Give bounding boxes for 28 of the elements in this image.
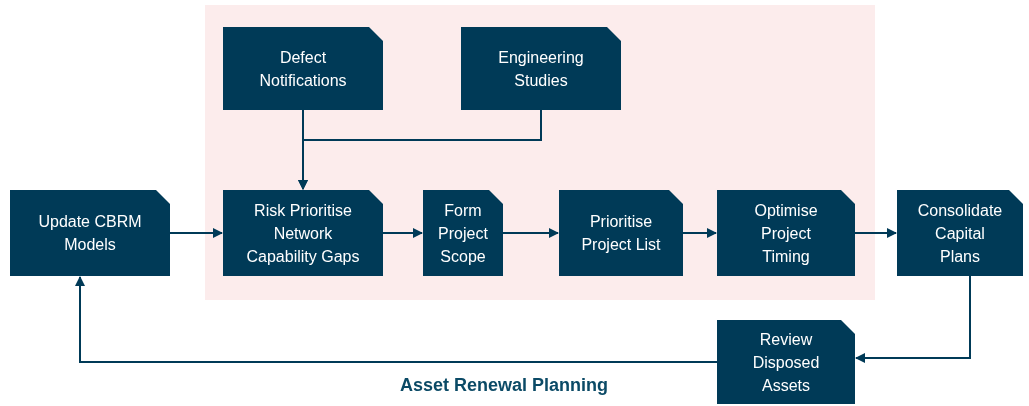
arrow (382, 228, 423, 238)
process-box (897, 190, 1023, 276)
arrow (502, 228, 559, 238)
arrow (169, 228, 223, 238)
process-box (423, 190, 503, 276)
box-label: Update CBRM Models (37, 212, 143, 255)
box-label: Form Project Scope (438, 200, 488, 267)
arrow (298, 109, 542, 190)
group-band (205, 5, 875, 300)
box-label: Engineering Studies (497, 47, 585, 91)
arrow (682, 228, 717, 238)
box-label: Prioritise Project List (580, 212, 662, 255)
box-label: Review Disposed Assets (751, 329, 821, 396)
box-label: Defect Notifications (258, 47, 348, 91)
box-label: Optimise Project Timing (753, 200, 819, 267)
diagram-title: Asset Renewal Planning (400, 374, 609, 397)
arrow (855, 275, 971, 363)
process-box (717, 320, 855, 404)
process-box (461, 27, 621, 110)
process-box (717, 190, 855, 276)
process-box (10, 190, 170, 276)
process-box (559, 190, 683, 276)
arrow (854, 228, 897, 238)
process-box (223, 190, 383, 276)
box-label: Consolidate Capital Plans (917, 200, 1003, 267)
box-label: Risk Prioritise Network Capability Gaps (245, 200, 361, 267)
process-box (223, 27, 383, 110)
arrow (75, 276, 718, 363)
